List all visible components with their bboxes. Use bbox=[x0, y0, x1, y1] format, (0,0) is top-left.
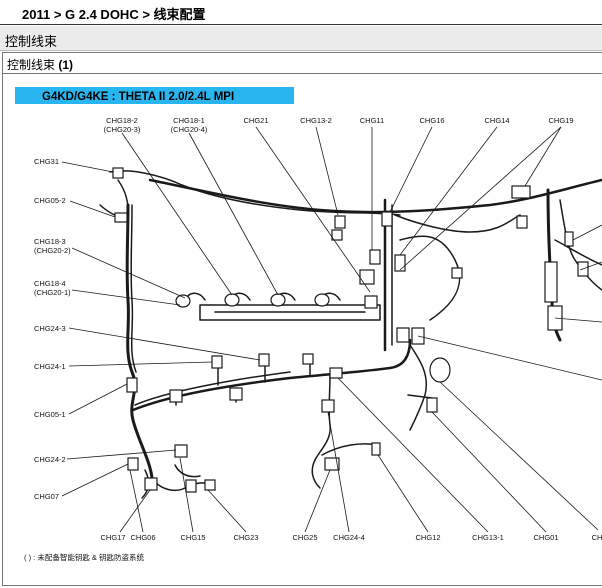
connector-shape bbox=[359, 269, 375, 285]
connector-label: CHG05-2 bbox=[34, 196, 66, 205]
connector-shape bbox=[369, 249, 381, 265]
connector-label: CHG19 bbox=[548, 116, 573, 125]
figure-footnote: ( ) : 未配备智能钥匙 & 钥匙防盗系统 bbox=[24, 552, 144, 562]
connector-label: CHG13-2 bbox=[300, 116, 332, 125]
connector-shape bbox=[451, 267, 463, 279]
connector-shape bbox=[229, 387, 243, 401]
connector-shape bbox=[394, 254, 406, 272]
connector-label: CHG13-1 bbox=[472, 533, 504, 542]
connector-label: CH bbox=[592, 533, 602, 542]
figure-caption: 控制线束 (1) bbox=[7, 56, 73, 73]
breadcrumb-text: 2011 > G 2.4 DOHC > 线束配置 bbox=[22, 7, 206, 22]
connector-shape bbox=[258, 353, 270, 367]
connector-shape bbox=[564, 231, 574, 247]
connector-shape bbox=[426, 397, 438, 413]
connector-shape bbox=[270, 293, 286, 307]
connector-shape bbox=[516, 215, 528, 229]
connector-shape bbox=[429, 357, 451, 383]
figure-caption-number: (1) bbox=[58, 58, 74, 72]
connector-sub-label: (CHG20-2) bbox=[34, 246, 71, 255]
connector-shape bbox=[302, 353, 314, 365]
connector-shape bbox=[544, 261, 558, 303]
connector-shape bbox=[381, 211, 393, 227]
connector-bodies bbox=[112, 167, 589, 493]
connector-shape bbox=[127, 457, 139, 471]
section-title: 控制线束 bbox=[0, 26, 602, 51]
top-connector-labels: CHG18-2 (CHG20-3) CHG18-1 (CHG20-4) CHG2… bbox=[104, 116, 574, 134]
engine-banner bbox=[15, 87, 294, 104]
connector-label: CHG18-3 bbox=[34, 237, 66, 246]
left-connector-labels: CHG31 CHG05-2 CHG18-3 (CHG20-2) CHG18-4 … bbox=[34, 157, 71, 501]
connector-label: CHG18-1 bbox=[173, 116, 205, 125]
connector-shape bbox=[175, 294, 191, 308]
leader-lines bbox=[61, 126, 602, 533]
connector-label: CHG24-3 bbox=[34, 324, 66, 333]
connector-label: CHG11 bbox=[360, 116, 384, 125]
connector-shape bbox=[204, 479, 216, 491]
connector-label: CHG21 bbox=[243, 116, 268, 125]
connector-shape bbox=[511, 185, 531, 199]
connector-label: CHG06 bbox=[130, 533, 155, 542]
connector-shape bbox=[364, 295, 378, 309]
connector-label: CHG24-2 bbox=[34, 455, 66, 464]
connector-label: CHG18-4 bbox=[34, 279, 66, 288]
connector-shape bbox=[224, 293, 240, 307]
connector-shape bbox=[396, 327, 410, 343]
connector-label: CHG05-1 bbox=[34, 410, 66, 419]
connector-shape bbox=[324, 457, 340, 471]
figure-panel: 控制线束 (1) bbox=[2, 52, 602, 586]
connector-shape bbox=[169, 389, 183, 403]
engine-banner-text: G4KD/G4KE : THETA II 2.0/2.4L MPI bbox=[42, 91, 234, 103]
connector-label: CHG31 bbox=[34, 157, 59, 166]
connector-shape bbox=[114, 212, 128, 223]
connector-label: CHG07 bbox=[34, 492, 59, 501]
connector-label: CHG25 bbox=[292, 533, 317, 542]
connector-shape bbox=[314, 293, 330, 307]
section-title-text: 控制线束 bbox=[5, 34, 58, 49]
connector-label: CHG17 bbox=[100, 533, 125, 542]
connector-sub-label: (CHG20-3) bbox=[104, 125, 141, 134]
connector-label: CHG16 bbox=[419, 116, 444, 125]
figure-caption-text: 控制线束 bbox=[7, 58, 59, 72]
bottom-connector-labels: CHG17 CHG06 CHG15 CHG23 CHG25 CHG24-4 CH… bbox=[100, 533, 602, 542]
connector-shape bbox=[126, 377, 138, 393]
connector-label: CHG14 bbox=[484, 116, 509, 125]
connector-shape bbox=[144, 477, 158, 491]
connector-label: CHG24-4 bbox=[333, 533, 365, 542]
connector-shape bbox=[112, 167, 124, 179]
connector-shape bbox=[329, 367, 343, 379]
figure-divider bbox=[3, 73, 602, 74]
connector-shape bbox=[371, 442, 381, 456]
connector-shape bbox=[331, 229, 343, 241]
connector-label: CHG15 bbox=[180, 533, 205, 542]
connector-shape bbox=[211, 355, 223, 369]
connector-label: CHG18-2 bbox=[106, 116, 138, 125]
connector-sub-label: (CHG20-1) bbox=[34, 288, 71, 297]
connector-label: CHG24-1 bbox=[34, 362, 66, 371]
connector-label: CHG12 bbox=[415, 533, 440, 542]
connector-shape bbox=[334, 215, 346, 229]
connector-shape bbox=[321, 399, 335, 413]
connector-shape bbox=[174, 444, 188, 458]
connector-label: CHG01 bbox=[533, 533, 558, 542]
breadcrumb: 2011 > G 2.4 DOHC > 线束配置 bbox=[0, 0, 602, 25]
connector-label: CHG23 bbox=[233, 533, 258, 542]
connector-sub-label: (CHG20-4) bbox=[171, 125, 208, 134]
connector-shape bbox=[185, 479, 197, 493]
